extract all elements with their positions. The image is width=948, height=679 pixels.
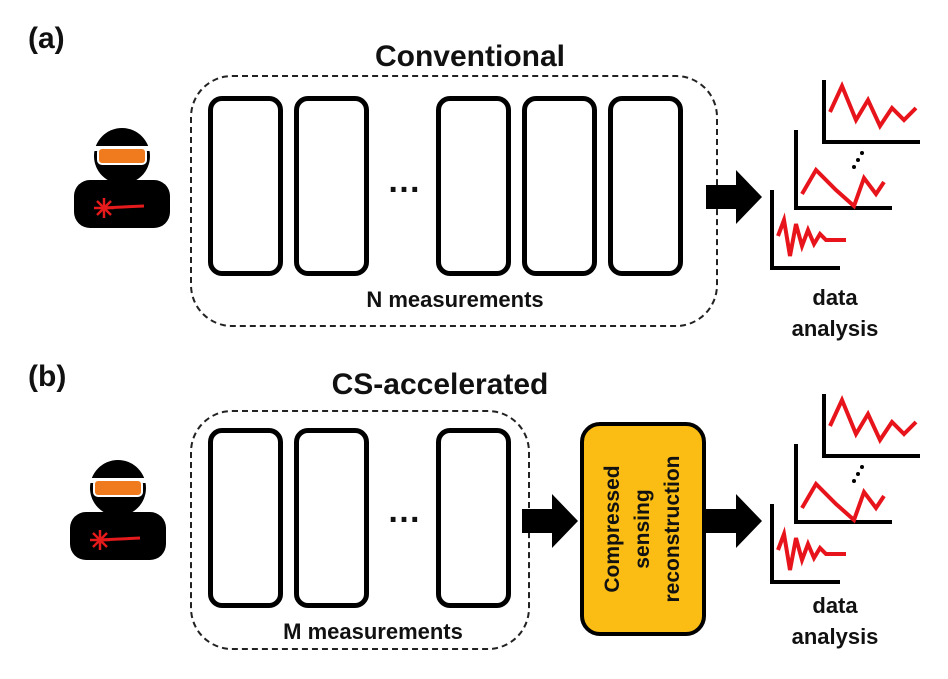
measurement-frame (294, 428, 369, 608)
right-arrow-icon (706, 170, 762, 224)
person-laser-icon (70, 460, 166, 560)
measurements-caption: M measurements (283, 619, 463, 644)
caption-line: data (812, 593, 858, 618)
plot-middle (794, 130, 892, 210)
caption-line: analysis (791, 624, 879, 649)
data-analysis-caption-a: data analysis (775, 282, 895, 344)
person-body (70, 512, 166, 560)
cs-label-line: sensing (631, 489, 654, 569)
ellipsis: … (387, 492, 423, 530)
right-arrow-icon (522, 494, 578, 548)
right-arrow-icon (706, 494, 762, 548)
cs-reconstruction-label: Compressed sensing reconstruction (598, 454, 688, 604)
stacked-plots-b (770, 394, 920, 584)
panel-b-label: (b) (28, 360, 67, 393)
measurement-frame (608, 96, 683, 276)
plot-front (770, 190, 846, 270)
measurement-frame (294, 96, 369, 276)
person-laser-icon (74, 128, 170, 228)
plot-ellipsis (852, 151, 864, 169)
panel-b-title: CS-accelerated (331, 368, 549, 401)
laser-spark (90, 530, 110, 550)
laser-spark (94, 198, 114, 218)
plot-middle (794, 444, 892, 524)
measurement-frame (436, 96, 511, 276)
caption-line: analysis (791, 316, 879, 341)
measurement-frame (522, 96, 597, 276)
measurement-frame (436, 428, 511, 608)
cs-label-line: reconstruction (661, 455, 684, 603)
measurement-frame (208, 428, 283, 608)
data-analysis-caption-b: data analysis (775, 590, 895, 652)
cs-reconstruction-box: Compressed sensing reconstruction (580, 422, 706, 636)
goggles-lens (93, 479, 143, 497)
cs-label-line: Compressed (601, 465, 624, 593)
goggles-lens (97, 147, 147, 165)
measurements-caption: N measurements (366, 287, 544, 312)
panel-a-title: Conventional (374, 40, 565, 73)
plot-ellipsis (852, 465, 864, 483)
caption-line: data (812, 285, 858, 310)
plot-front (770, 504, 846, 584)
stacked-plots-a (770, 80, 920, 270)
plot-back (822, 80, 920, 144)
ellipsis: … (387, 162, 423, 200)
panel-a-label: (a) (28, 22, 65, 55)
plot-back (822, 394, 920, 458)
person-body (74, 180, 170, 228)
measurement-frame (208, 96, 283, 276)
